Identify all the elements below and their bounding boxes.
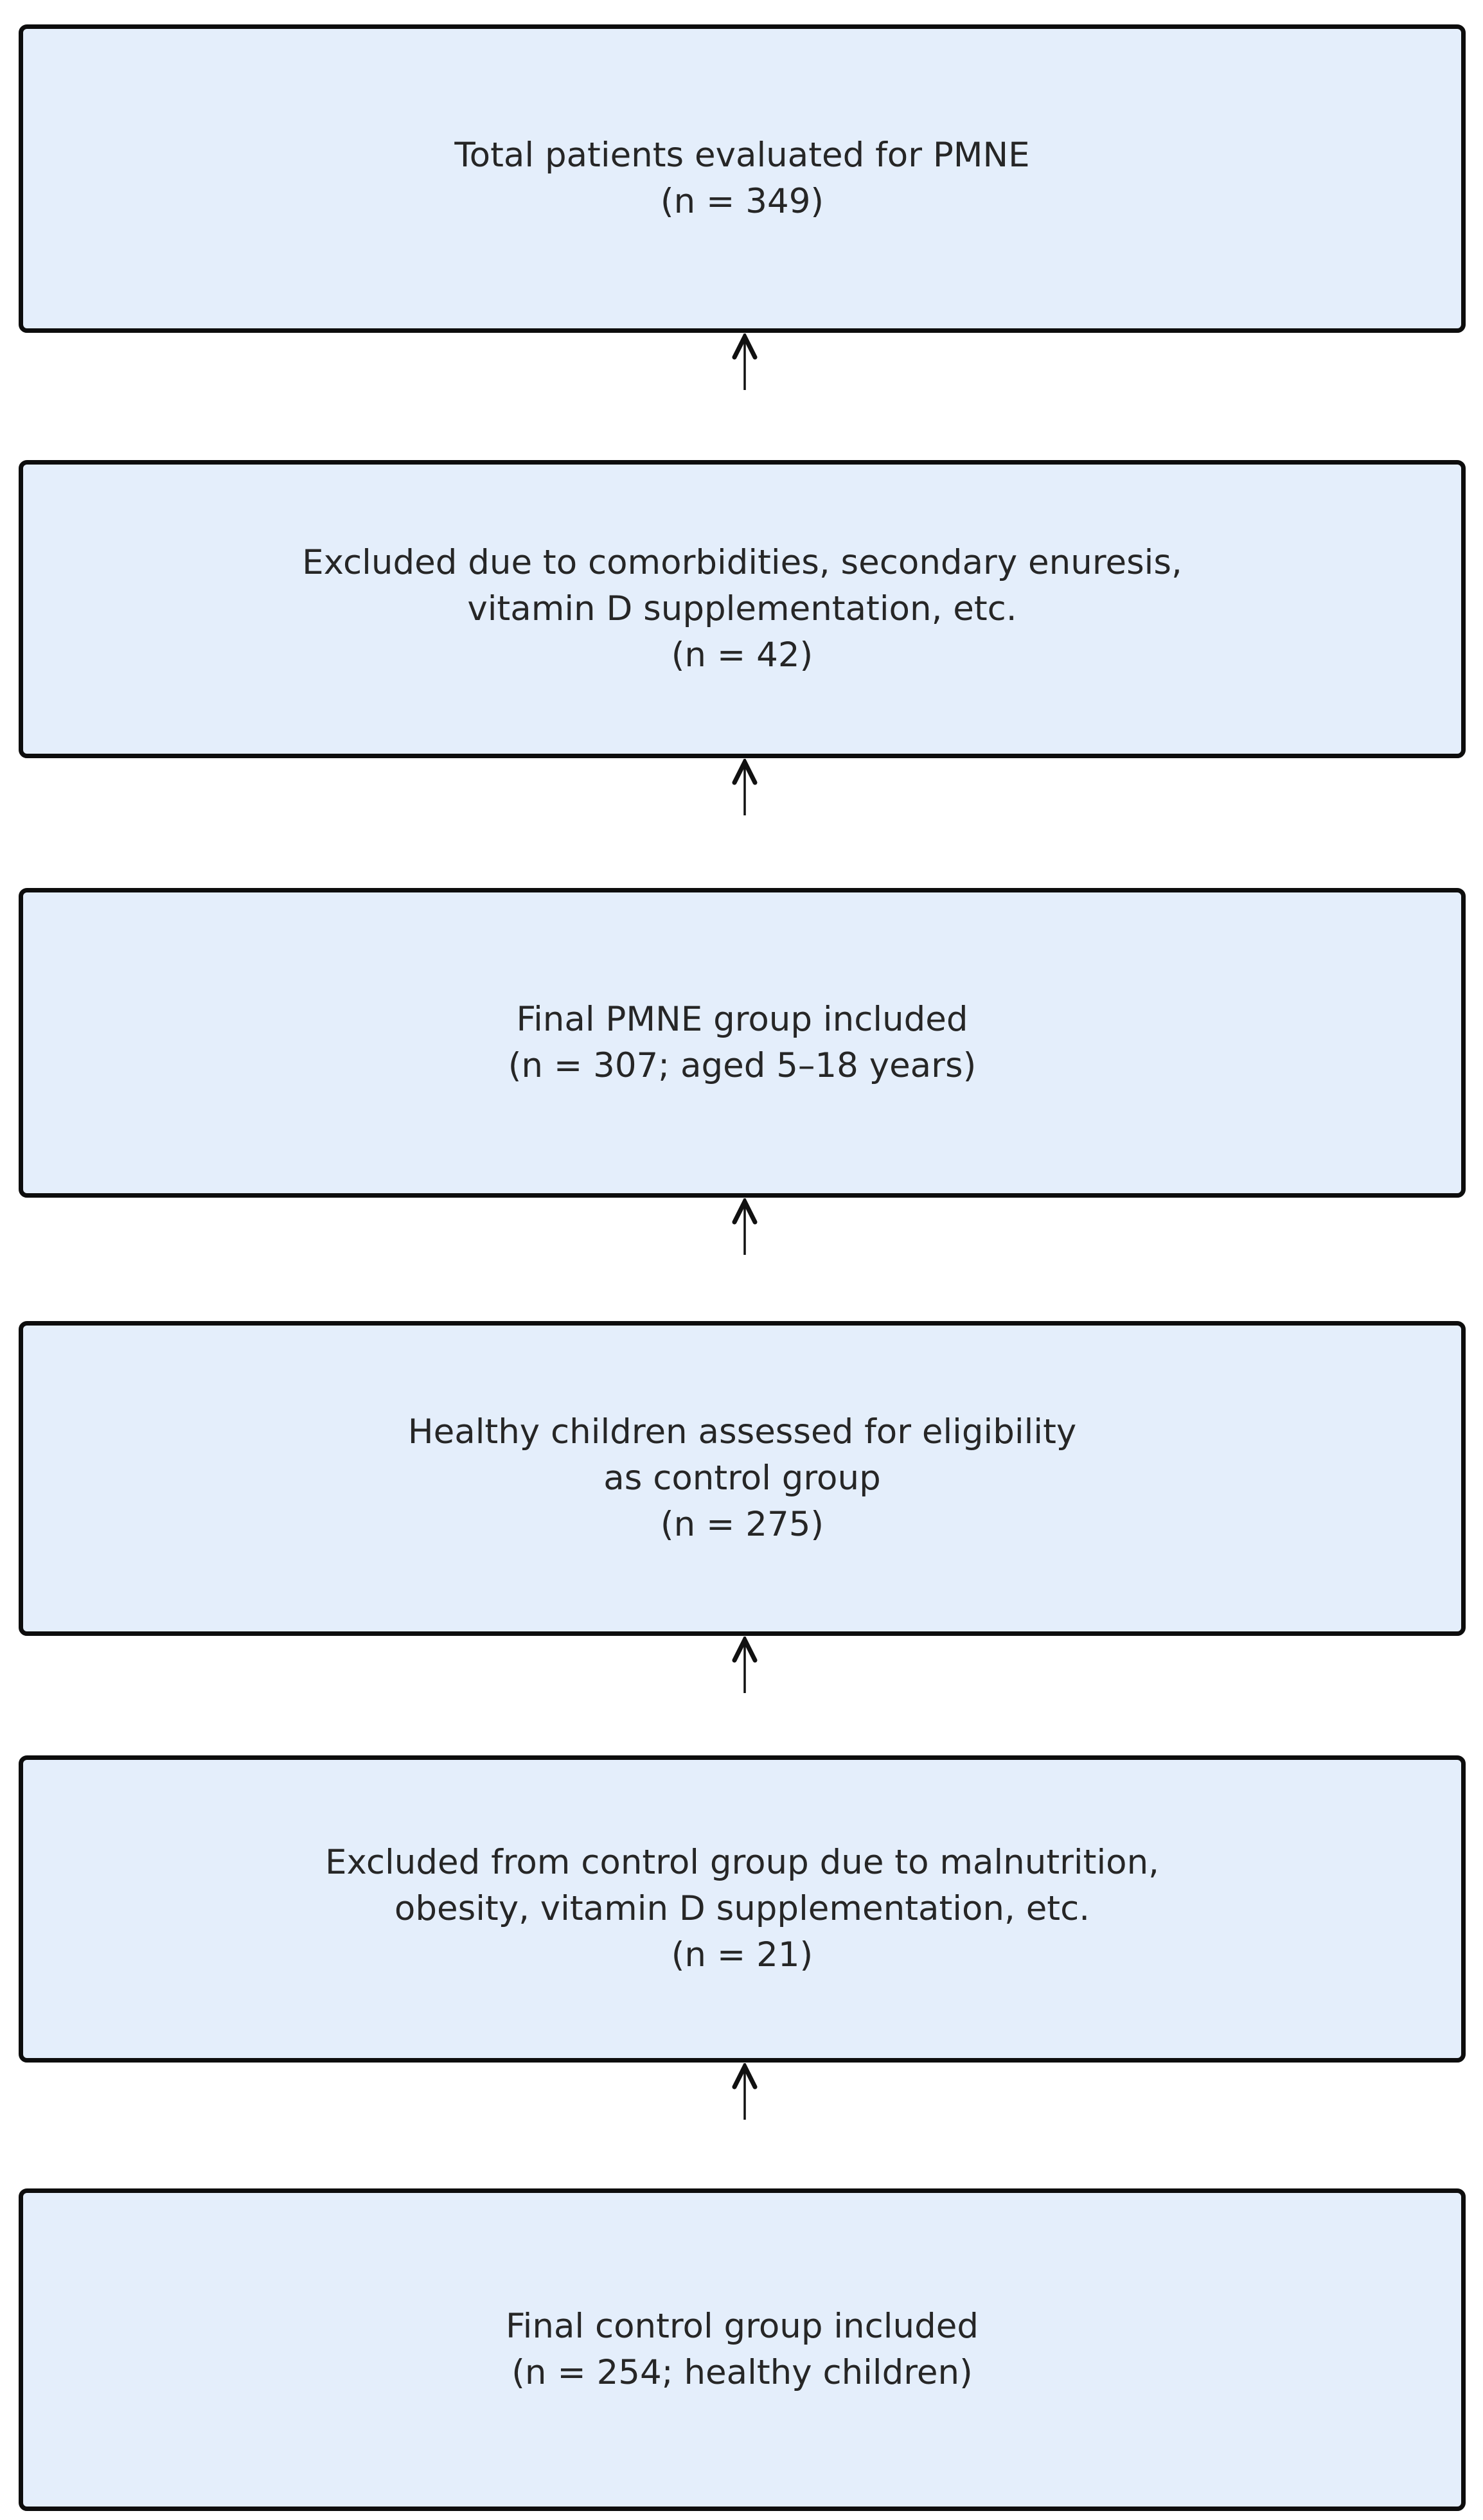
box-text-line: as control group xyxy=(603,1459,881,1498)
box-text-line: Excluded from control group due to malnu… xyxy=(324,1843,1160,1882)
arrow-up-icon xyxy=(724,1637,765,1696)
flow-box-final-control-group: Final control group included (n = 254; h… xyxy=(19,2188,1466,2511)
box-text-line: (n = 254; healthy children) xyxy=(511,2353,973,2392)
flow-box-control-assessed: Healthy children assessed for eligibilit… xyxy=(19,1321,1466,1636)
box-text-line: obesity, vitamin D supplementation, etc. xyxy=(394,1889,1090,1928)
flow-box-excluded-control: Excluded from control group due to malnu… xyxy=(19,1755,1466,2063)
box-text-line: (n = 349) xyxy=(660,182,824,221)
box-text-line: Final PMNE group included xyxy=(516,1000,968,1039)
flow-box-excluded-pmne: Excluded due to comorbidities, secondary… xyxy=(19,460,1466,758)
arrow-up-icon xyxy=(724,333,765,393)
box-text-line: Total patients evaluated for PMNE xyxy=(454,136,1030,175)
flow-box-final-pmne-group: Final PMNE group included (n = 307; aged… xyxy=(19,888,1466,1198)
box-text-line: (n = 21) xyxy=(671,1935,813,1974)
box-text-line: vitamin D supplementation, etc. xyxy=(467,589,1017,628)
box-text-line: Excluded due to comorbidities, secondary… xyxy=(302,543,1182,582)
flow-box-total-patients: Total patients evaluated for PMNE (n = 3… xyxy=(19,24,1466,333)
arrow-up-icon xyxy=(724,1198,765,1257)
box-text-line: (n = 275) xyxy=(660,1505,824,1544)
box-text-line: Final control group included xyxy=(506,2307,979,2346)
box-text-line: (n = 307; aged 5–18 years) xyxy=(508,1046,977,1085)
box-text-line: (n = 42) xyxy=(671,635,813,675)
arrow-up-icon xyxy=(724,759,765,818)
box-text-line: Healthy children assessed for eligibilit… xyxy=(407,1412,1077,1451)
arrow-up-icon xyxy=(724,2063,765,2122)
